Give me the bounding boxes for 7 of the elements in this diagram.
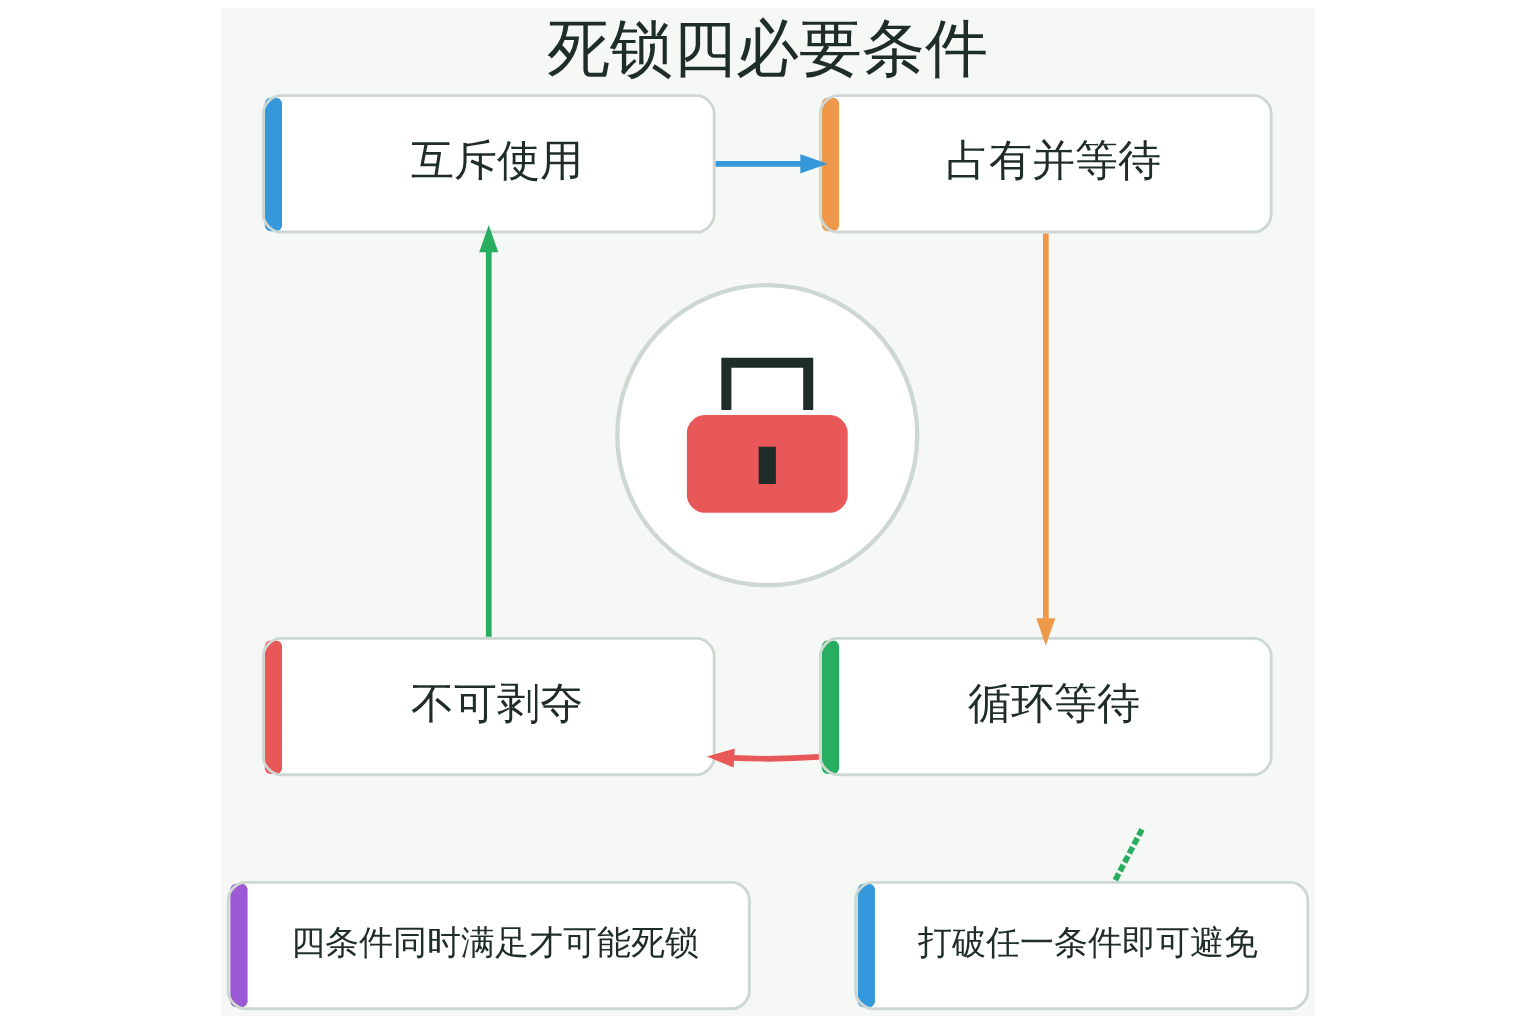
arrow <box>479 224 499 637</box>
diagram-title: 死锁四必要条件 <box>547 11 989 86</box>
connector <box>1112 828 1145 883</box>
arrow <box>715 154 828 174</box>
arrow <box>1036 233 1056 646</box>
arrow <box>706 748 819 768</box>
node-circle <box>615 283 920 588</box>
